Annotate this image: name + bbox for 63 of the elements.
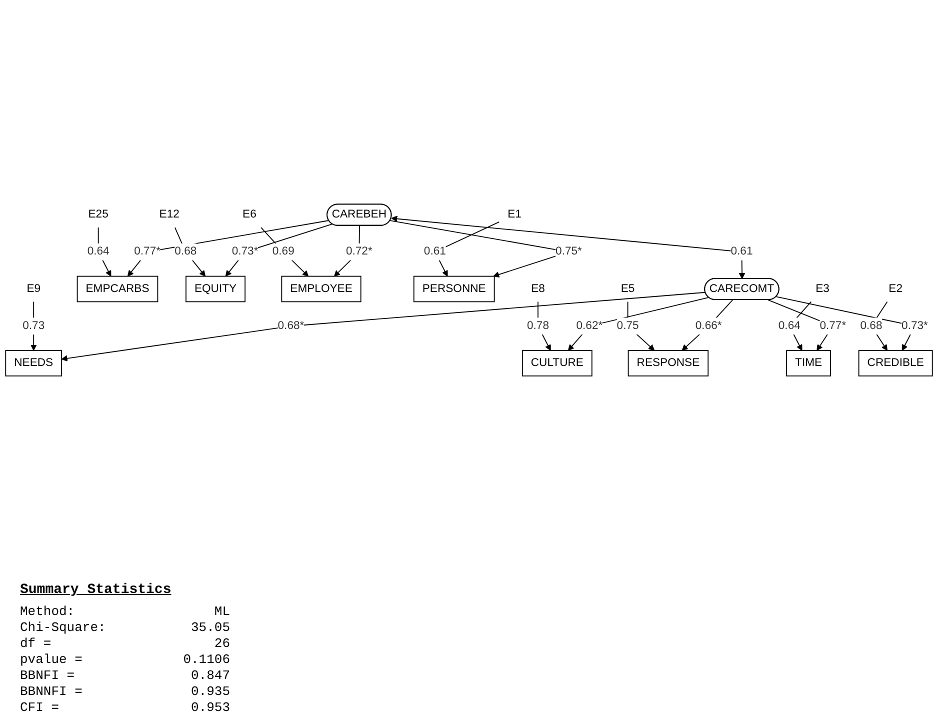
node-box: RESPONSE [628,350,709,376]
stats-heading: Summary Statistics [20,582,172,598]
stat-name: Method: [20,604,76,619]
stat-name: df = [20,636,52,651]
arrow [61,292,706,362]
edge-label: 0.64 [87,246,110,258]
stat-value: 0.847 [190,668,230,683]
edge-label: 0.77* [820,320,846,332]
stat-value: 0.953 [190,700,230,715]
arrow [627,301,655,351]
node-text: E3 [816,282,830,295]
arrow [568,297,710,351]
arrow [682,300,734,351]
arrow [127,220,330,277]
edge-label: 0.68 [174,246,197,258]
edge-label: 0.68 [860,320,882,332]
arrow [538,301,551,351]
node-box: EMPCARBS [76,276,158,302]
edge-label: 0.75 [616,320,639,332]
node-box: PERSONNE [413,276,495,302]
node-box: NEEDS [5,350,62,376]
arrow [391,216,746,280]
edge-label: 0.78 [526,320,549,332]
stat-name: pvalue = [20,652,84,667]
edge-label: 0.73* [232,246,258,258]
node-box: TIME [786,350,831,376]
edge-label: 0.69 [272,246,294,258]
node-text: E9 [26,282,41,295]
node-text: E1 [508,208,522,220]
edge-label: 0.64 [778,320,800,332]
node-text: E2 [888,282,902,295]
stat-value: 26 [213,636,230,651]
edge-label: 0.75* [556,246,582,258]
stat-name: CFI = [20,700,60,715]
edge-label: 0.73* [902,320,928,332]
stat-value: 0.1106 [182,652,230,667]
edge-label: 0.66* [695,320,722,332]
arrow [174,227,206,277]
node-text: E12 [159,208,180,220]
edge-label: 0.68* [278,320,304,332]
edge-label: 0.61 [424,246,446,258]
stat-value: ML [213,604,230,619]
edge-label: 0.72* [346,246,372,258]
node-box: CREDIBLE [858,350,933,376]
node-box: CULTURE [522,350,592,376]
edge-label: 0.62* [576,320,603,332]
stat-name: BBNFI = [20,668,76,683]
node-text: E25 [88,208,108,220]
stat-name: Chi-Square: [20,620,107,635]
stat-value: 0.935 [190,684,230,699]
stat-name: BBNNFI = [20,684,84,699]
node-text: E8 [531,282,545,295]
arrow [260,227,309,277]
arrow [225,224,333,277]
edge-label: 0.61 [730,246,753,258]
stat-value: 35.05 [190,620,230,635]
edge-label: 0.73 [22,320,45,332]
node-text: E6 [242,208,256,220]
edge-label: 0.77* [134,246,161,258]
arrow [30,301,37,351]
node-box: EMPLOYEE [281,276,362,302]
node-text: E5 [620,282,635,295]
node-box: EQUITY [186,276,246,302]
